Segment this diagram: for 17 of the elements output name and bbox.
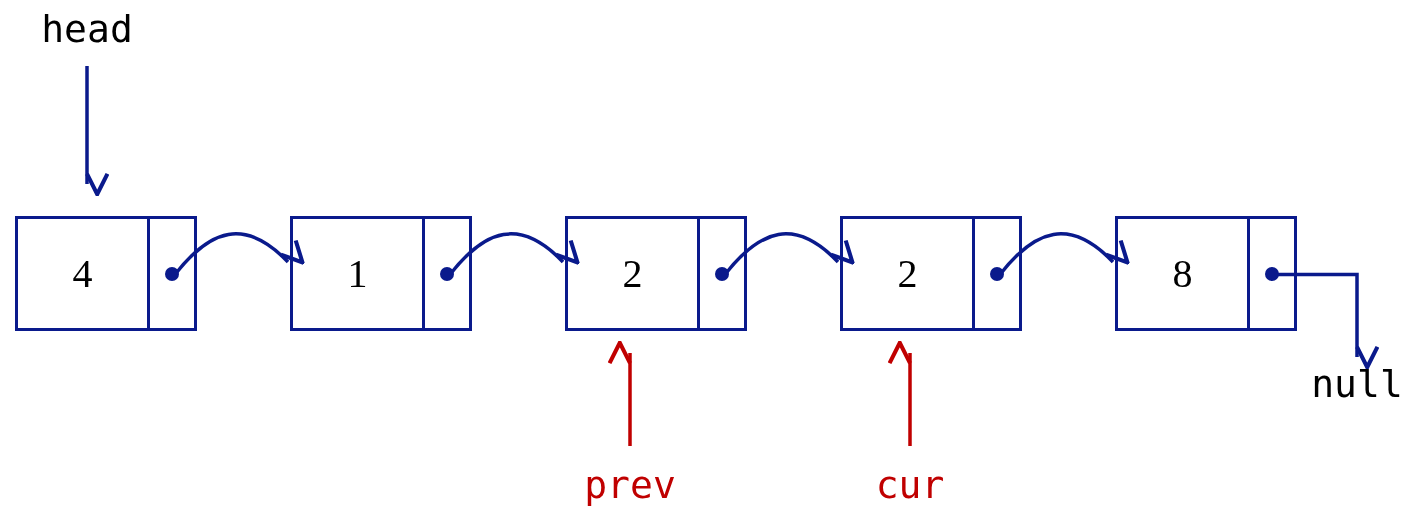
node-value: 1 <box>347 250 368 297</box>
pointer-label: cur <box>875 466 945 504</box>
pointer-label: prev <box>584 466 676 504</box>
node-value: 2 <box>622 250 643 297</box>
pointer-label: null <box>1311 365 1403 403</box>
list-node-box <box>840 216 1022 331</box>
arrow <box>607 340 633 446</box>
arrow <box>887 340 913 446</box>
arrow <box>84 66 110 197</box>
node-value: 2 <box>897 250 918 297</box>
list-node-box <box>290 216 472 331</box>
list-node-box <box>1115 216 1297 331</box>
pointer-label: head <box>41 10 133 48</box>
node-value: 8 <box>1172 250 1193 297</box>
node-value: 4 <box>72 250 93 297</box>
list-node-box <box>565 216 747 331</box>
list-node-box <box>15 216 197 331</box>
